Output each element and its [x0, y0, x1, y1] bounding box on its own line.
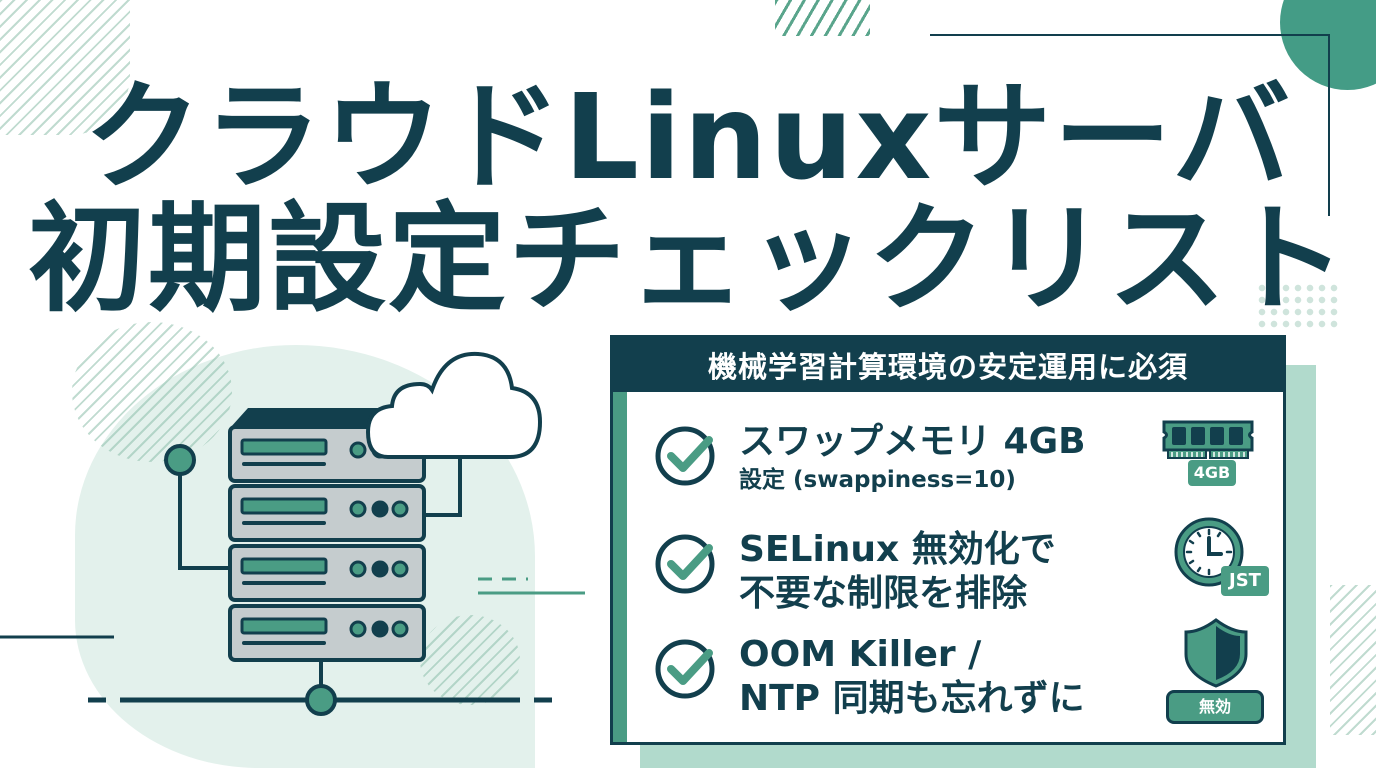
memory-size-badge: 4GB	[1188, 460, 1236, 486]
checklist-card: 機械学習計算環境の安定運用に必須 スワップメモリ 4GB 設定 (swappin…	[610, 335, 1286, 745]
timezone-badge: JST	[1221, 566, 1269, 596]
hatch-decoration-right	[1330, 585, 1376, 735]
frame-line-vertical	[1328, 34, 1330, 216]
item-subtitle: NTP 同期も忘れずに	[739, 678, 1085, 719]
checklist-item-selinux: SELinux 無効化で 不要な制限を排除	[653, 528, 1056, 616]
shield-icon: 無効	[1166, 616, 1266, 726]
card-header: 機械学習計算環境の安定運用に必須	[613, 338, 1283, 392]
check-circle-icon	[655, 426, 715, 486]
item-title: OOM Killer /	[739, 634, 982, 675]
page-title-line-1: クラウドLinuxサーバ	[83, 68, 1293, 206]
server-rack-icon	[0, 351, 585, 716]
item-subtitle: 不要な制限を排除	[739, 573, 1028, 614]
dot-grid-decoration	[1256, 282, 1340, 330]
check-circle-icon	[655, 639, 715, 699]
checklist-item-swap: スワップメモリ 4GB 設定 (swappiness=10)	[653, 420, 1086, 496]
item-title: スワップメモリ 4GB	[739, 421, 1086, 462]
clock-icon: JST	[1171, 514, 1271, 604]
checklist-item-oom-ntp: OOM Killer / NTP 同期も忘れずに	[653, 633, 1085, 721]
page-title-line-2: 初期設定チェックリスト	[27, 190, 1348, 328]
memory-module-icon: 4GB	[1158, 418, 1258, 498]
disabled-badge: 無効	[1166, 690, 1264, 724]
item-title: SELinux 無効化で	[739, 529, 1056, 570]
hatch-decoration-illustration-bottom	[420, 615, 520, 705]
item-subtitle: 設定 (swappiness=10)	[739, 467, 1016, 493]
hatch-decoration-top-left	[0, 0, 130, 135]
frame-line-horizontal	[930, 34, 1330, 36]
card-accent-bar	[613, 392, 627, 742]
cloud-icon	[365, 351, 543, 459]
hatch-decoration-illustration	[72, 322, 232, 462]
check-circle-icon	[655, 534, 715, 594]
hatch-decoration-top	[775, 0, 870, 36]
